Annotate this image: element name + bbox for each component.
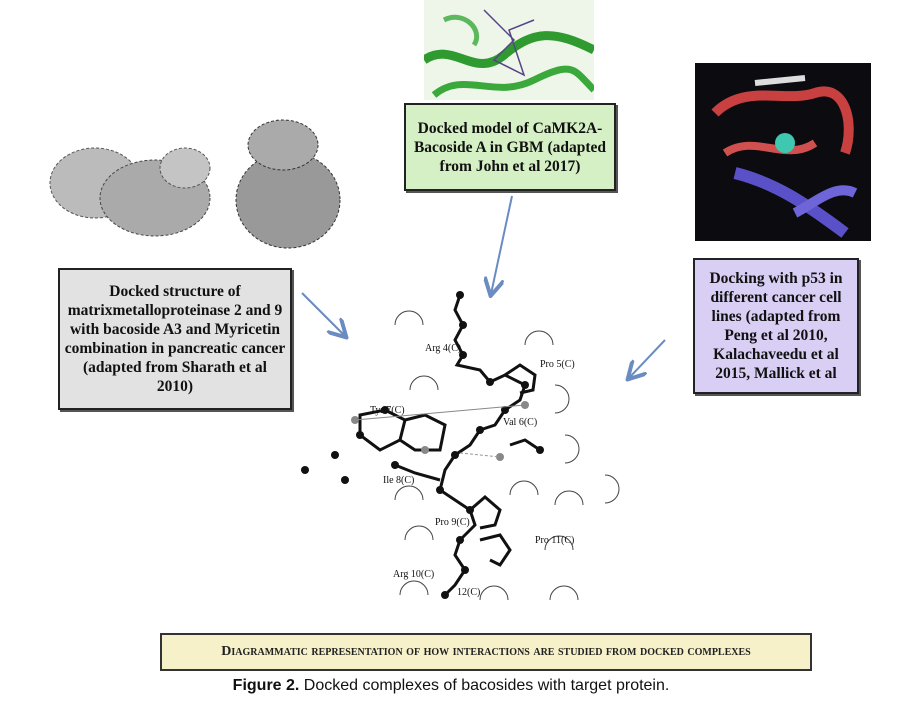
p53-box: Docking with p53 in different cancer cel… [693,258,859,394]
mmp-box: Docked structure of matrixmetalloprotein… [58,268,292,410]
arrow-icon [301,292,345,336]
camk2a-box: Docked model of CaMK2A-Bacoside A in GBM… [404,103,616,191]
camk2a-docked-image [424,0,594,100]
arrow-icon [491,195,513,294]
residue-label: Pro 9(C) [435,517,470,528]
banner: Diagrammatic representation of how inter… [160,633,812,671]
residue-label: Pro 5(C) [540,359,575,370]
camk2a-text: Docked model of CaMK2A-Bacoside A in GBM… [413,119,607,175]
figure-caption: Figure 2. Docked complexes of bacosides … [0,677,902,695]
residue-label: Arg 10(C) [393,569,434,580]
residue-label: Pro 11(C) [535,535,574,546]
mmp9-protein-image [235,119,341,249]
residue-label: Ile 8(C) [383,475,414,486]
mmp2-protein-image [49,147,211,237]
caption-text: Docked complexes of bacosides with targe… [299,677,670,694]
residue-label: 12(C) [457,587,480,598]
arrow-icon [629,339,666,378]
p53-text: Docking with p53 in different cancer cel… [709,270,843,382]
caption-label: Figure 2. [232,677,300,694]
ligplot-diagram: Arg 4(C) Pro 5(C) Tyr 7(C) Val 6(C) Ile … [301,291,620,601]
p53-docked-image [695,63,871,241]
banner-text: Diagrammatic representation of how inter… [221,644,751,659]
residue-label: Arg 4(C) [425,343,461,354]
residue-label: Val 6(C) [503,417,537,428]
residue-label: Tyr 7(C) [370,405,405,416]
mmp-text: Docked structure of matrixmetalloprotein… [64,283,286,395]
